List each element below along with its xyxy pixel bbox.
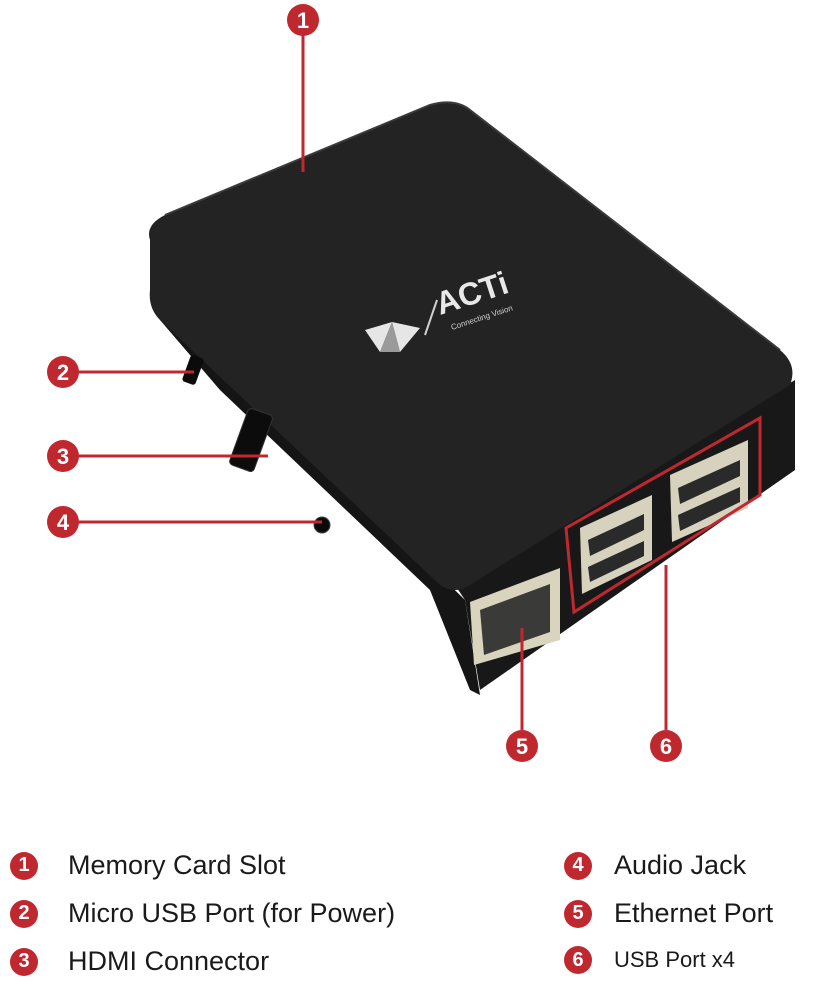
usb-highlight-box — [564, 415, 762, 615]
callout-badge-6: 6 — [650, 730, 682, 762]
micro-usb-port — [182, 355, 204, 385]
legend-item: 1 Memory Card Slot — [10, 850, 286, 881]
legend-label: HDMI Connector — [68, 946, 270, 976]
svg-text:2: 2 — [57, 360, 69, 385]
audio-jack — [313, 516, 331, 534]
legend-item: 5 Ethernet Port — [564, 898, 773, 929]
callout-badge-4: 4 — [47, 506, 79, 538]
svg-text:1: 1 — [297, 8, 309, 33]
svg-text:6: 6 — [660, 734, 672, 759]
callout-badge-5: 5 — [506, 730, 538, 762]
svg-text:5: 5 — [516, 734, 528, 759]
legend-label: Memory Card Slot — [68, 850, 286, 880]
legend-number-badge: 3 — [10, 947, 38, 976]
legend-item: 4 Audio Jack — [564, 850, 746, 881]
legend-item: 6 USB Port x4 — [564, 946, 735, 974]
legend-number-badge: 2 — [10, 899, 38, 928]
callout-lines — [78, 34, 668, 730]
svg-text:3: 3 — [57, 444, 69, 469]
device-side-left — [150, 240, 480, 695]
callout-badge-2: 2 — [47, 356, 79, 388]
callout-badge-3: 3 — [47, 440, 79, 472]
callout-badges: 1 2 3 4 5 6 — [47, 4, 682, 762]
legend-item: 2 Micro USB Port (for Power) — [10, 898, 395, 929]
device-top — [149, 102, 793, 590]
legend-label: USB Port x4 — [614, 947, 736, 972]
callout-badge-1: 1 — [287, 4, 319, 36]
legend-item: 3 HDMI Connector — [10, 946, 269, 977]
legend-label: Ethernet Port — [614, 898, 774, 928]
legend-number-badge: 4 — [564, 851, 592, 880]
legend-label: Micro USB Port (for Power) — [68, 898, 396, 928]
legend-number-badge: 1 — [10, 851, 38, 880]
usb-ports — [564, 415, 762, 615]
legend-number-badge: 5 — [564, 899, 592, 928]
svg-text:4: 4 — [57, 510, 70, 535]
hdmi-connector — [229, 407, 273, 473]
ethernet-port — [470, 568, 560, 665]
legend-label: Audio Jack — [614, 850, 747, 880]
device-diagram: ACTi Connecting Vision 1 2 — [47, 4, 795, 762]
legend-number-badge: 6 — [564, 946, 592, 974]
